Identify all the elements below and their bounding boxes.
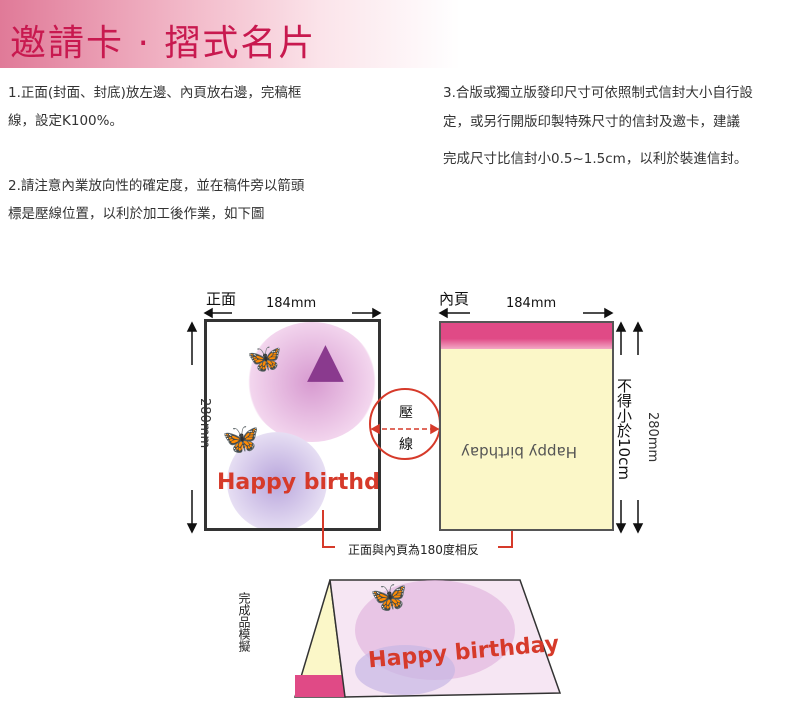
inner-width: 184mm: [506, 296, 557, 311]
note-1-line-1: 1.正面(封面、封底)放左邊、內頁放右邊，完稿框: [8, 85, 302, 101]
butterfly-icon: 🦋: [247, 342, 282, 375]
front-height: 280mm: [197, 398, 212, 449]
inner-greeting: Happy birthday: [461, 443, 577, 461]
fold-line-label-2: 線: [399, 437, 413, 453]
fold-line-label-1: 壓: [399, 405, 413, 421]
note-3-line-2: 定，或另行開版印製特殊尺寸的信封及邀卡，建議: [443, 114, 740, 130]
finished-label: 完成品模擬: [237, 592, 251, 652]
note-2-line-2: 標是壓線位置，以利於加工後作業，如下圖: [8, 206, 265, 222]
dimension-arrows: [186, 307, 644, 548]
front-card: 🦋 ▲ 🦋 Happy birthday: [204, 319, 381, 531]
inner-label: 內頁: [439, 290, 470, 308]
minimum-size-note: 不得小於10cm: [615, 378, 633, 480]
reverse-note: 正面與內頁為180度相反: [348, 543, 479, 557]
butterfly-icon: 🦋: [370, 580, 408, 615]
front-label: 正面: [206, 290, 237, 308]
title-banner: [0, 0, 460, 68]
note-3-line-3: 完成尺寸比信封小0.5~1.5cm，以利於裝進信封。: [443, 151, 748, 167]
inner-card: Happy birthday: [439, 321, 614, 531]
inner-height: 280mm: [645, 412, 660, 463]
note-3-line-1: 3.合版或獨立版發印尺寸可依照制式信封大小自行設: [443, 85, 753, 101]
bracket-left: [322, 510, 335, 548]
page-title: 邀請卡 · 摺式名片: [10, 23, 317, 64]
note-2-line-1: 2.請注意內業放向性的確定度，並在稿件旁以箭頭: [8, 178, 305, 194]
watercolor-blob: [247, 322, 377, 442]
card-greeting: Happy birthday: [217, 470, 380, 495]
watercolor-blob: [227, 432, 327, 528]
inner-pink-band: [441, 323, 612, 349]
finished-mockup: [293, 579, 562, 698]
front-width: 184mm: [266, 296, 317, 311]
note-1-line-2: 線，設定K100%。: [8, 113, 123, 129]
eiffel-tower-icon: ▲: [307, 332, 344, 388]
butterfly-icon: 🦋: [222, 422, 260, 457]
